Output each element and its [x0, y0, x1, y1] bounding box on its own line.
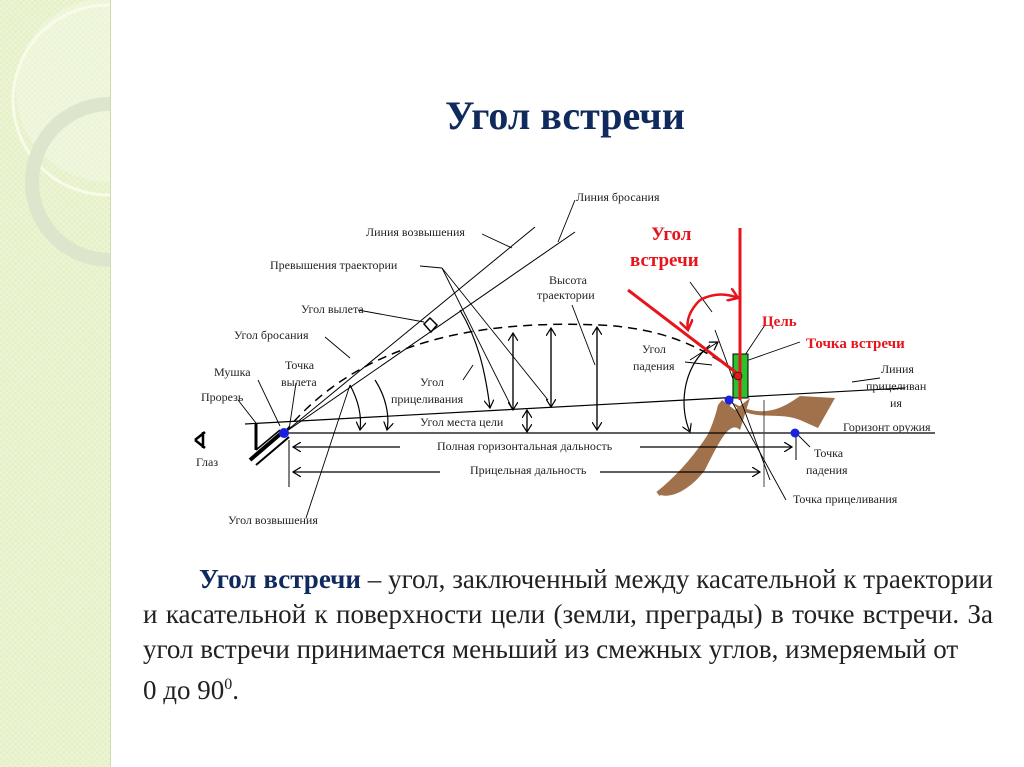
impact-point-dot	[790, 428, 800, 438]
decorative-sidebar	[0, 0, 111, 767]
definition-term: Угол встречи	[199, 564, 361, 594]
label-target-site-angle: Угол места цели	[420, 415, 504, 429]
definition-text: – угол, заключенный между касательной к …	[143, 564, 993, 664]
label-eye: Глаз	[196, 455, 218, 469]
svg-text:ия: ия	[890, 396, 902, 410]
departure-point-dot	[279, 428, 289, 438]
aim-point-dot	[724, 395, 734, 405]
svg-text:прицеливания: прицеливания	[391, 392, 464, 406]
meeting-point-dot	[733, 371, 743, 381]
label-line-of-elevation: Линия возвышения	[366, 225, 465, 239]
label-aiming-point: Точка прицеливания	[793, 492, 898, 506]
elevation-line	[283, 226, 536, 434]
label-throw-angle: Угол бросания	[234, 328, 309, 342]
label-impact-point: Точка	[814, 446, 844, 460]
throw-line	[283, 231, 576, 434]
weapon	[248, 424, 290, 466]
eye-icon	[194, 431, 206, 449]
label-aiming-angle: Угол	[420, 375, 444, 389]
svg-text:траектории: траектории	[537, 288, 595, 302]
label-departure-point: Точка	[285, 358, 315, 372]
definition-range: 0 до 900.	[143, 675, 239, 705]
aim-line	[244, 387, 906, 425]
svg-text:прицеливан: прицеливан	[866, 379, 927, 393]
label-line-of-throw: Линия бросания	[576, 190, 660, 204]
svg-text:вылета: вылета	[281, 375, 317, 389]
label-front-sight: Мушка	[214, 365, 251, 379]
label-sight-range: Прицельная дальность	[470, 463, 587, 477]
label-rear-sight: Прорезь	[201, 390, 244, 404]
trajectory-curve	[283, 323, 736, 434]
label-meeting-point: Точка встречи	[806, 336, 905, 352]
label-fall-angle: Угол	[642, 342, 666, 356]
svg-text:падения: падения	[633, 359, 675, 373]
label-trajectory-excess: Превышения траектории	[270, 258, 398, 272]
definition-paragraph: Угол встречи – угол, заключенный между к…	[143, 562, 993, 708]
label-departure-angle: Угол вылета	[301, 302, 364, 316]
label-full-horizontal-range: Полная горизонтальная дальность	[437, 439, 613, 453]
leader-lines	[237, 199, 881, 519]
svg-text:встречи: встречи	[630, 250, 699, 271]
label-elevation-angle: Угол возвышения	[228, 513, 318, 527]
label-aim-line: Линия	[881, 362, 914, 376]
decorative-rings-icon	[11, 0, 110, 267]
label-trajectory-height: Высота	[549, 273, 588, 287]
label-weapon-horizon: Горизонт оружия	[843, 420, 931, 434]
svg-text:падения: падения	[806, 463, 848, 477]
label-meeting-angle: Угол	[651, 224, 692, 245]
slide-title: Угол встречи	[445, 93, 685, 138]
label-target: Цель	[762, 314, 797, 330]
